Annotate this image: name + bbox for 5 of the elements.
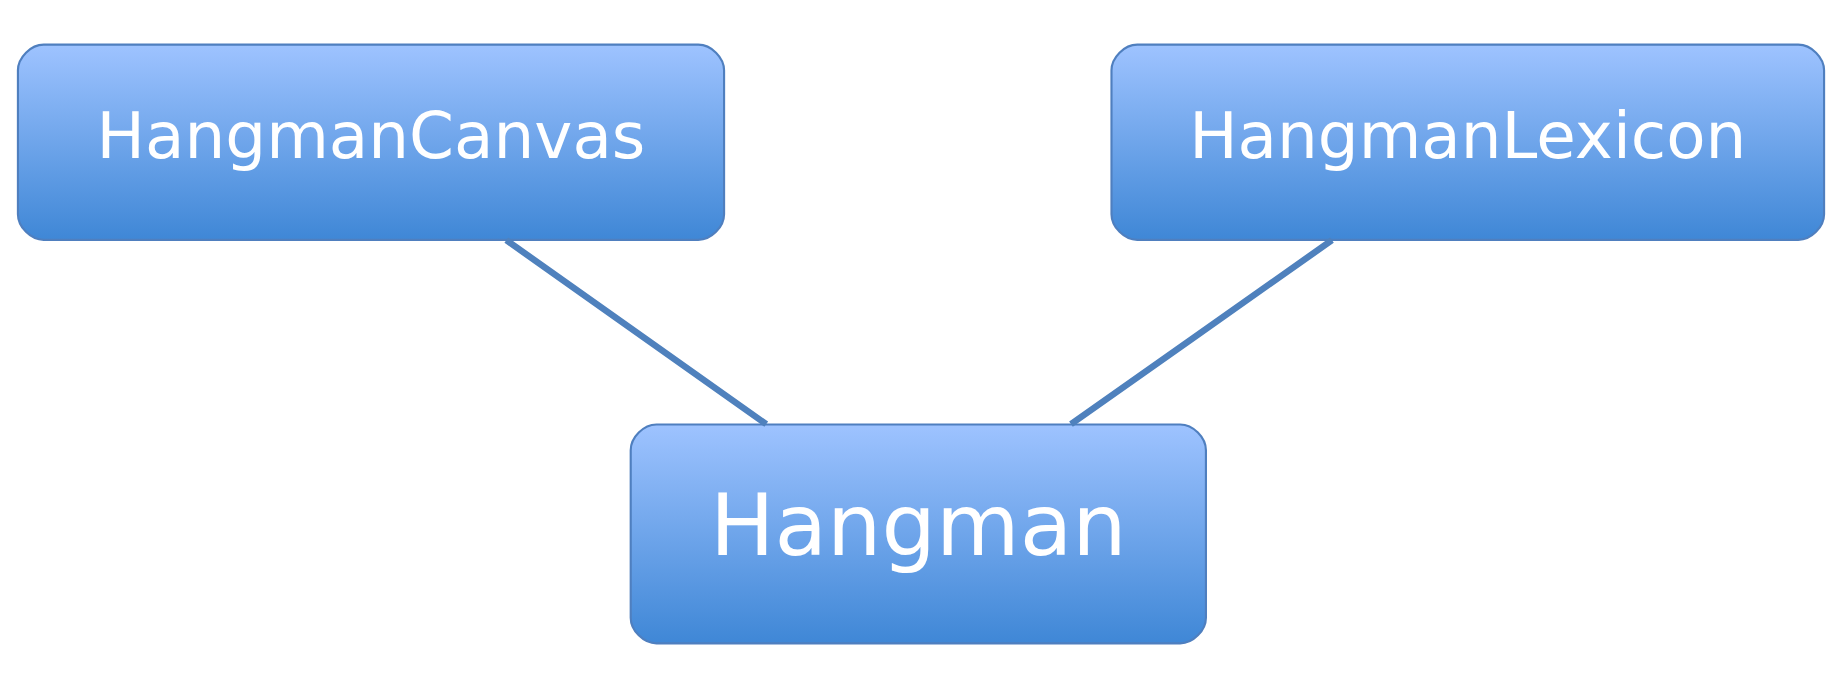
node-box: HangmanLexicon: [1109, 43, 1825, 241]
connector: [503, 237, 768, 427]
node-box: Hangman: [629, 423, 1207, 645]
node-box: HangmanCanvas: [16, 43, 725, 241]
connector: [1068, 237, 1334, 427]
